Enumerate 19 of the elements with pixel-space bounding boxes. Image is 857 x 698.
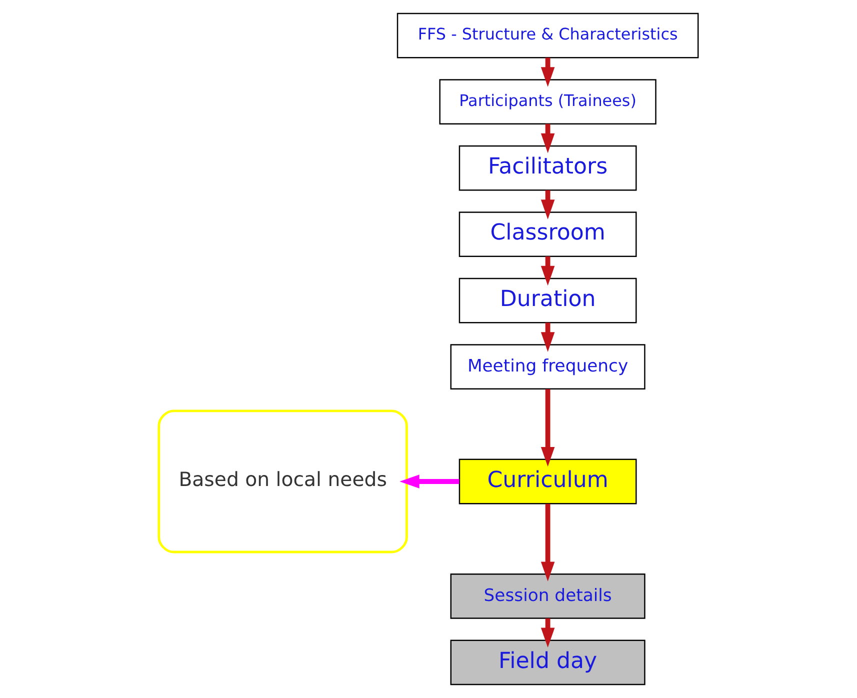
arrow [540, 256, 555, 286]
arrow [540, 389, 555, 467]
node-box: Facilitators [458, 145, 637, 191]
node-box: Based on local needs [158, 410, 408, 554]
arrow [540, 504, 555, 582]
node-box: Classroom [458, 212, 637, 257]
arrow [540, 58, 555, 87]
node-box: Session details [450, 574, 646, 619]
node-box: Field day [450, 640, 646, 686]
node-box: Meeting frequency [450, 344, 646, 390]
arrow [540, 190, 555, 220]
arrow [540, 618, 555, 648]
arrow [540, 322, 555, 352]
node-box: Participants (Trainees) [439, 79, 656, 124]
node-box: FFS - Structure & Characteristics [396, 12, 699, 58]
arrow [540, 124, 555, 154]
node-box: Curriculum [458, 458, 637, 504]
arrow [400, 474, 460, 488]
node-box: Duration [458, 278, 637, 324]
